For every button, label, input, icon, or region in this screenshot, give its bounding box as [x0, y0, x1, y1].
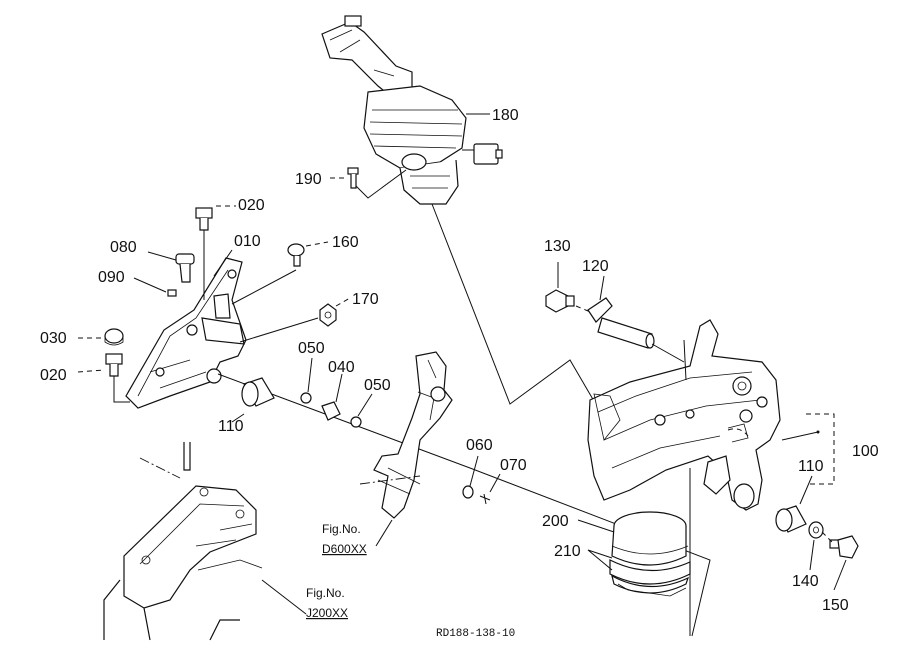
leader-210 — [587, 549, 613, 571]
bolt-150-part — [829, 535, 859, 559]
leader-070 — [489, 473, 501, 493]
collar-050-a-part — [300, 392, 312, 404]
leader-010 — [213, 249, 233, 277]
callout-080: 080 — [110, 239, 137, 256]
leader-160 — [305, 241, 329, 247]
pin-120-part — [587, 297, 655, 349]
shaft-axis-line — [217, 373, 711, 637]
leader-120 — [599, 275, 605, 301]
leader-140 — [809, 539, 815, 571]
left-bracket-part — [125, 257, 247, 409]
callout-200: 200 — [542, 513, 569, 530]
callout-130: 130 — [544, 238, 571, 255]
ref-d600-caption: Fig.No. — [322, 522, 361, 536]
washer-140-part — [808, 521, 824, 539]
callout-040: 040 — [328, 359, 355, 376]
callout-110-right: 110 — [798, 458, 824, 475]
leader-040 — [335, 373, 343, 403]
bolt-020-top-part — [195, 207, 213, 231]
middle-arm-part — [359, 351, 453, 519]
bolt-130-part — [545, 289, 575, 313]
bolt-190-part — [347, 167, 407, 199]
leader-200 — [577, 519, 615, 533]
callout-180: 180 — [492, 107, 519, 124]
lower-frame-part — [103, 442, 263, 641]
pin-070-part — [479, 493, 491, 505]
callout-190: 190 — [295, 171, 322, 188]
callout-060: 060 — [466, 437, 493, 454]
joystick-lever-part — [321, 15, 503, 205]
leader-170 — [335, 297, 351, 307]
leader-110-right — [799, 475, 813, 505]
callout-210: 210 — [554, 543, 581, 560]
bush-110-right-part — [775, 505, 807, 533]
callout-020-top: 020 — [238, 197, 265, 214]
callout-050-a: 050 — [298, 340, 325, 357]
callout-090: 090 — [98, 269, 125, 286]
spacer-090-part — [167, 289, 177, 297]
bush-110-left-part — [241, 377, 275, 407]
leader-020-bottom — [77, 369, 105, 373]
leader-ref-d600 — [375, 519, 393, 547]
callout-030: 030 — [40, 330, 67, 347]
leader-150 — [833, 559, 847, 591]
group-bracket-100 — [806, 413, 835, 485]
leader-060 — [469, 455, 479, 487]
callout-120: 120 — [582, 258, 609, 275]
callout-010: 010 — [234, 233, 261, 250]
washer-060-part — [462, 485, 474, 499]
bolt-160-part — [287, 243, 305, 267]
callout-170: 170 — [352, 291, 379, 308]
callout-160: 160 — [332, 234, 359, 251]
callout-150: 150 — [822, 597, 849, 614]
leader-110-left — [231, 413, 245, 423]
nut-170-part — [319, 303, 337, 327]
spacer-040-part — [321, 401, 341, 421]
leader-080 — [147, 251, 177, 261]
bolt-020-bottom-part — [105, 353, 123, 377]
callout-110-left: 110 — [218, 418, 244, 435]
right-bracket-part — [587, 319, 781, 511]
callout-050-b: 050 — [364, 377, 391, 394]
rubber-boot-part — [609, 511, 691, 597]
callout-140: 140 — [792, 573, 819, 590]
leader-050-b — [357, 393, 373, 417]
cap-030-part — [104, 328, 124, 346]
drawing-code: RD188-138-10 — [436, 628, 515, 640]
callout-070: 070 — [500, 457, 527, 474]
pin-080-part — [175, 253, 195, 283]
ref-j200-number: J200XX — [306, 606, 348, 620]
leader-ref-j200 — [261, 579, 307, 615]
leader-100 — [781, 431, 819, 441]
collar-050-b-part — [350, 416, 362, 428]
callout-020-bottom: 020 — [40, 367, 67, 384]
ref-j200-caption: Fig.No. — [306, 586, 345, 600]
leader-050-a — [307, 357, 313, 393]
ref-d600-number: D600XX — [322, 542, 367, 556]
callout-100: 100 — [852, 443, 879, 460]
leader-090 — [133, 277, 167, 293]
